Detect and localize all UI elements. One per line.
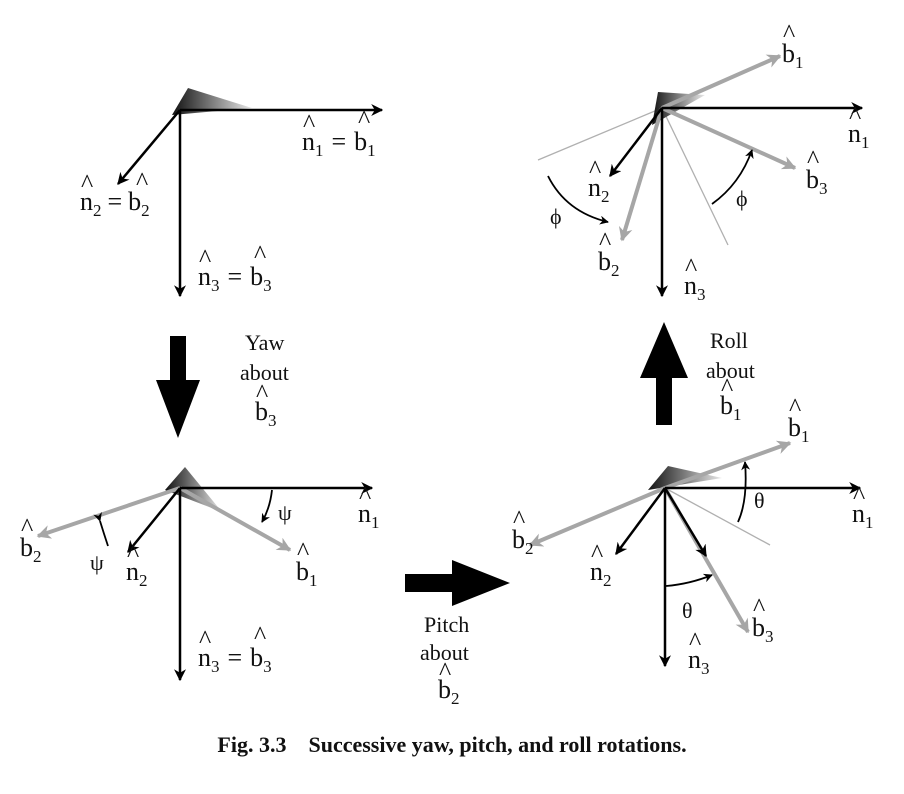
hat-mark: ^: [853, 481, 865, 510]
b3-axis: [661, 106, 797, 170]
psi-label-left: ψ: [90, 550, 104, 575]
label-n1-eq-b1: n1=b1: [302, 127, 376, 160]
label-n2: n2: [126, 557, 148, 590]
label-b1: b1: [782, 39, 804, 72]
n2-b2-axis: [117, 109, 181, 185]
b1-axis: [179, 486, 292, 552]
hat-mark: ^: [303, 109, 315, 138]
pitch-label-line1: Pitch: [424, 612, 469, 637]
hat-mark: ^: [721, 373, 733, 402]
psi-arc-right: [261, 489, 273, 523]
label-n2-eq-b2: n2=b2: [80, 187, 150, 220]
hat-mark: ^: [685, 253, 697, 282]
label-n1: n1: [848, 119, 870, 152]
yaw-label-line2: about: [240, 360, 289, 385]
hat-mark: ^: [21, 513, 33, 542]
down-arrow-icon: [156, 336, 200, 438]
hat-mark: ^: [254, 621, 266, 650]
theta-guide-line: [664, 487, 771, 546]
hat-mark: ^: [589, 155, 601, 184]
roll-label-vector: b1: [720, 391, 742, 424]
phi-arc-left: [547, 175, 609, 225]
hat-mark: ^: [297, 537, 309, 566]
panel-initial: n1=b1 ^ ^ n2=b2 ^ ^ n3=b3 ^ ^: [80, 88, 384, 298]
label-n3: n3: [688, 645, 710, 678]
up-arrow-icon: [640, 322, 688, 425]
hat-mark: ^: [199, 625, 211, 654]
label-n3-eq-b3: n3=b3: [198, 262, 272, 295]
hat-mark: ^: [199, 244, 211, 273]
pitch-label-vector: b2: [438, 675, 460, 708]
b1-axis: [661, 54, 782, 110]
label-b1: b1: [788, 413, 810, 446]
phi-guide-line-right: [661, 107, 729, 246]
phi-arc-right: [711, 149, 754, 205]
hat-mark: ^: [783, 19, 795, 48]
hat-mark: ^: [513, 505, 525, 534]
hat-mark: ^: [689, 627, 701, 656]
label-b2: b2: [20, 533, 42, 566]
label-b2: b2: [512, 525, 534, 558]
aircraft-wing-icon: [165, 467, 222, 512]
psi-arc-left: [93, 511, 109, 547]
pitch-transition: Pitch about b2 ^: [405, 560, 510, 708]
b2-axis: [618, 107, 664, 242]
hat-mark: ^: [439, 657, 451, 686]
label-n3-eq-b3: n3=b3: [198, 643, 272, 676]
roll-transition: Roll about b1 ^: [640, 322, 755, 425]
label-n1: n1: [852, 499, 874, 532]
pitch-label-line2: about: [420, 640, 469, 665]
phi-label-right: ϕ: [736, 186, 748, 211]
theta-arc-lower: [665, 573, 713, 587]
panel-roll: ϕ ϕ b1 ^ n1 ^ b3 ^ n2 ^ b2 ^ n3 ^: [537, 19, 870, 304]
hat-mark: ^: [136, 167, 148, 196]
theta-label-upper: θ: [754, 488, 765, 513]
label-n2: n2: [590, 557, 612, 590]
b2-axis: [528, 486, 666, 547]
hat-mark: ^: [789, 393, 801, 422]
label-n3: n3: [684, 271, 706, 304]
hat-mark: ^: [359, 481, 371, 510]
roll-label-line1: Roll: [710, 328, 748, 353]
hat-mark: ^: [127, 539, 139, 568]
aircraft-wing-icon: [172, 88, 252, 115]
n2-b3-link: [663, 487, 708, 558]
label-n2: n2: [588, 173, 610, 206]
n2-axis: [614, 487, 667, 555]
right-arrow-icon: [405, 560, 510, 606]
theta-label-lower: θ: [682, 598, 693, 623]
label-b3: b3: [752, 613, 774, 646]
label-b2: b2: [598, 247, 620, 280]
hat-mark: ^: [256, 379, 268, 408]
yaw-transition: Yaw about b3 ^: [156, 330, 289, 438]
hat-mark: ^: [591, 539, 603, 568]
phi-label-left: ϕ: [550, 204, 562, 229]
hat-mark: ^: [849, 101, 861, 130]
label-b1: b1: [296, 557, 318, 590]
psi-label-right: ψ: [278, 500, 292, 525]
aircraft-wing-icon: [648, 466, 722, 490]
yaw-label-vector: b3: [255, 397, 277, 430]
panel-pitch: θ θ b1 ^ n1 ^ b2 ^ n2 ^ b3 ^ n3 ^: [512, 393, 874, 678]
b2-axis: [36, 486, 181, 539]
n2-axis: [127, 487, 181, 553]
figure-caption: Fig. 3.3 Successive yaw, pitch, and roll…: [217, 732, 686, 757]
label-n1: n1: [358, 499, 380, 532]
roll-label-line2: about: [706, 358, 755, 383]
phi-guide-line-left: [537, 107, 663, 161]
hat-mark: ^: [254, 240, 266, 269]
panel-yaw: ψ ψ n1 ^ b1 ^ b2 ^ n2 ^ n3=b3 ^ ^: [20, 467, 380, 682]
label-b3: b3: [806, 165, 828, 198]
theta-arc-upper: [737, 461, 751, 523]
hat-mark: ^: [599, 227, 611, 256]
hat-mark: ^: [81, 169, 93, 198]
n2-axis: [609, 107, 663, 177]
hat-mark: ^: [753, 593, 765, 622]
hat-mark: ^: [807, 145, 819, 174]
b1-axis: [664, 440, 792, 490]
yaw-label-line1: Yaw: [245, 330, 284, 355]
hat-mark: ^: [358, 105, 370, 134]
